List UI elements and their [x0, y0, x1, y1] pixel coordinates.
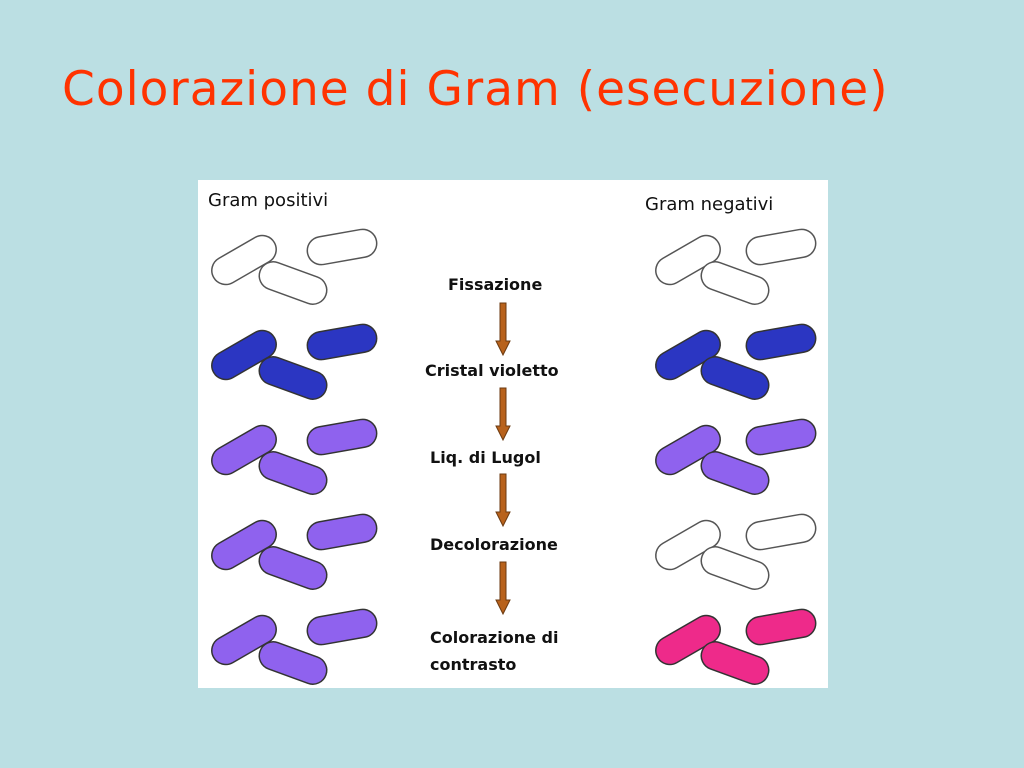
gram-negative-bacterium-step5-3 — [700, 641, 770, 685]
step-fixation: Fissazione — [448, 275, 543, 294]
gram-negative-bacterium-step2-3 — [700, 356, 770, 400]
gram-positive-bacterium-step4-1 — [211, 519, 277, 571]
step-counterstain: Colorazione di contrasto — [430, 628, 559, 674]
slide-title: Colorazione di Gram (esecuzione) — [62, 62, 889, 117]
gram-stain-diagram: Gram positivi Gram negativi Fissazione C… — [198, 180, 828, 688]
gram-negative-bacterium-step3-3 — [700, 451, 770, 495]
gram-negative-bacterium-step1-1 — [655, 234, 721, 286]
down-arrow-icon — [495, 387, 511, 442]
gram-positive-bacterium-step2-3 — [258, 356, 328, 400]
bacteria-illustration — [211, 228, 817, 685]
heading-gram-negative: Gram negativi — [645, 194, 774, 215]
gram-positive-bacterium-step3-1 — [211, 424, 277, 476]
gram-negative-bacterium-step1-3 — [700, 261, 770, 305]
gram-positive-bacterium-step5-3 — [258, 641, 328, 685]
heading-gram-positive: Gram positivi — [208, 190, 329, 211]
gram-negative-bacterium-step4-1 — [655, 519, 721, 571]
gram-positive-bacterium-step1-3 — [258, 261, 328, 305]
gram-negative-bacterium-step3-1 — [655, 424, 721, 476]
gram-negative-bacterium-step4-3 — [700, 546, 770, 590]
gram-positive-bacterium-step3-2 — [306, 418, 378, 456]
gram-positive-bacterium-step3-3 — [258, 451, 328, 495]
down-arrow-icon — [495, 302, 511, 357]
gram-positive-bacterium-step2-2 — [306, 323, 378, 361]
gram-positive-bacterium-step2-1 — [211, 329, 277, 381]
gram-negative-bacterium-step3-2 — [745, 418, 817, 456]
step-lugol: Liq. di Lugol — [430, 448, 541, 467]
step-decolorization: Decolorazione — [430, 535, 558, 554]
down-arrow-icon — [495, 561, 511, 616]
gram-negative-bacterium-step4-2 — [745, 513, 817, 551]
gram-positive-bacterium-step4-3 — [258, 546, 328, 590]
gram-negative-bacterium-step1-2 — [745, 228, 817, 266]
gram-negative-bacterium-step5-2 — [745, 608, 817, 646]
gram-negative-bacterium-step2-1 — [655, 329, 721, 381]
gram-negative-bacterium-step2-2 — [745, 323, 817, 361]
gram-positive-bacterium-step5-1 — [211, 614, 277, 666]
gram-positive-bacterium-step4-2 — [306, 513, 378, 551]
step-crystal-violet: Cristal violetto — [425, 361, 559, 380]
down-arrow-icon — [495, 473, 511, 528]
gram-positive-bacterium-step5-2 — [306, 608, 378, 646]
gram-positive-bacterium-step1-1 — [211, 234, 277, 286]
gram-positive-bacterium-step1-2 — [306, 228, 378, 266]
gram-negative-bacterium-step5-1 — [655, 614, 721, 666]
